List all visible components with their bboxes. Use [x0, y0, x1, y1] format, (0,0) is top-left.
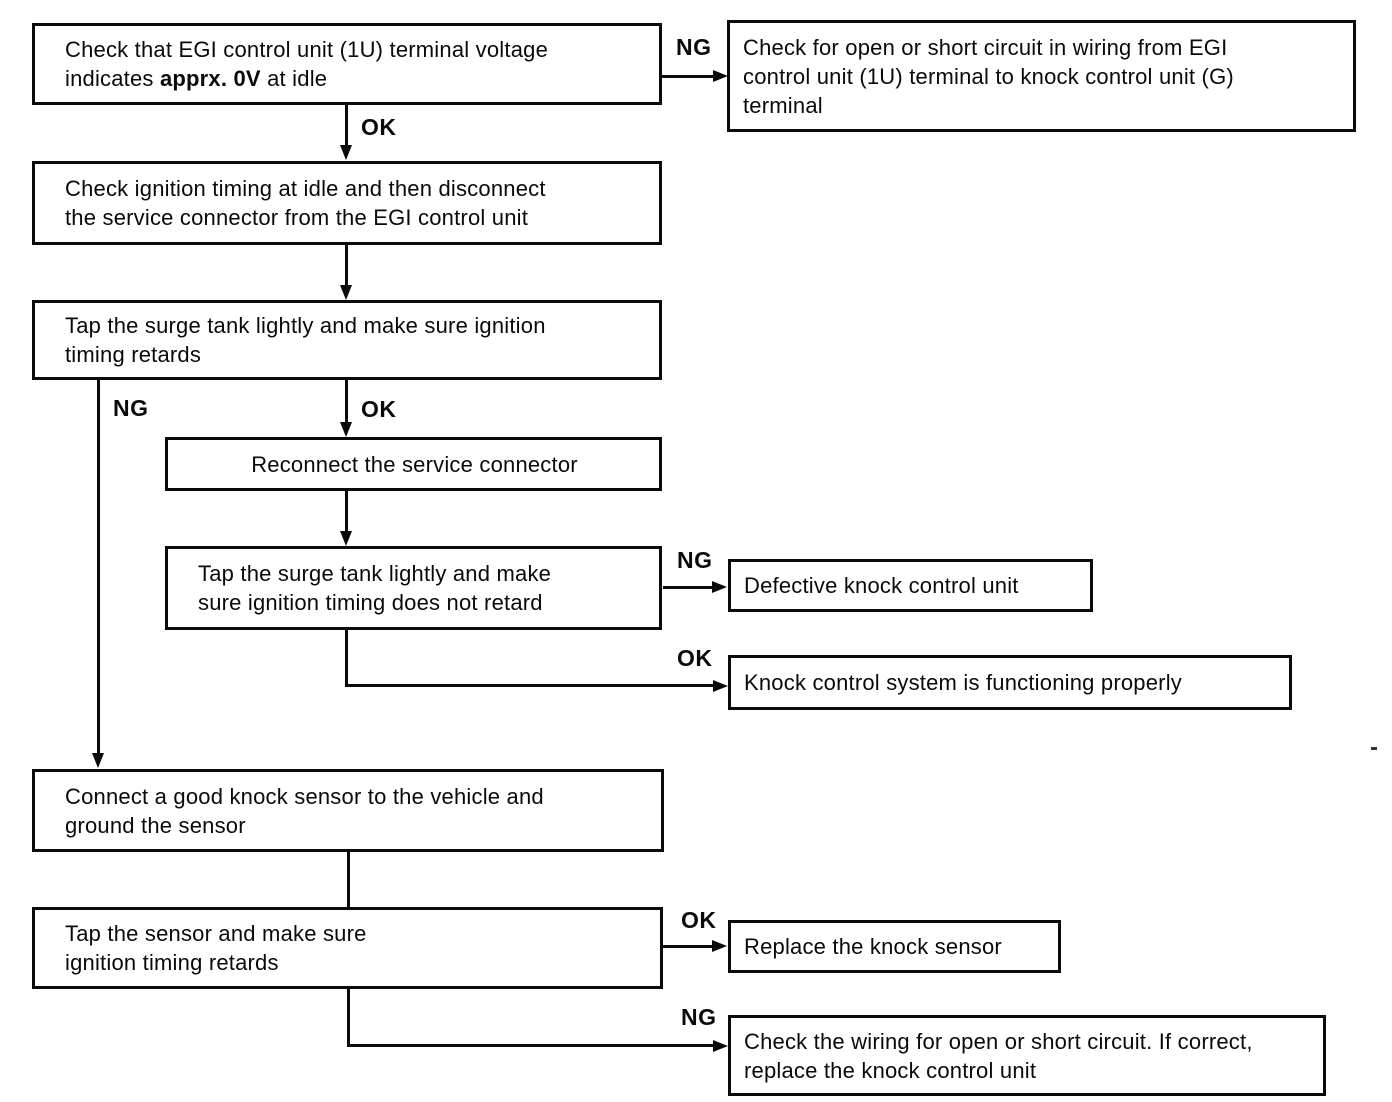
connector-down-4 [345, 491, 348, 532]
node-text-line: Knock control system is functioning prop… [744, 670, 1182, 695]
connector-ng-elbow-v [347, 989, 350, 1047]
node-text-line: Connect a good knock sensor to the vehic… [65, 783, 544, 809]
connector-down-2 [345, 245, 348, 286]
node-text-line: sure ignition timing does not retard [198, 590, 543, 615]
node-tap-sensor-retards: Tap the sensor and make sure ignition ti… [32, 907, 663, 989]
connector-ok-elbow-h [345, 684, 714, 687]
node-text-line: ignition timing retards [65, 950, 279, 975]
node-text-line: Tap the surge tank lightly and make [198, 561, 552, 586]
node-text-line: terminal [743, 92, 823, 118]
node-text-line: Check ignition timing at idle and then d… [65, 176, 546, 201]
node-text-line: Tap the surge tank lightly and make sure… [65, 313, 546, 338]
connector-plain-down [347, 852, 350, 907]
connector-ok-down-1 [345, 105, 348, 146]
connector-ng-right-1 [663, 586, 713, 589]
arrowhead-right [713, 680, 728, 692]
connector-ok-right-2 [663, 945, 713, 948]
node-check-wiring-replace-unit: Check the wiring for open or short circu… [728, 1015, 1326, 1096]
connector-ok-down-3 [345, 380, 348, 423]
node-text-line: Check that EGI control unit (1U) termina… [65, 37, 549, 62]
node-text-line: Defective knock control unit [744, 573, 1019, 598]
arrowhead-down [340, 285, 352, 300]
node-text-line: timing retards [65, 342, 202, 367]
node-reconnect-service-connector: Reconnect the service connector [165, 437, 662, 491]
node-text-line: Check for open or short circuit in wirin… [743, 34, 1228, 60]
connector-ng-top [662, 75, 714, 78]
node-text-line: ground the sensor [65, 812, 246, 838]
node-check-ignition-timing: Check ignition timing at idle and then d… [32, 161, 662, 245]
connector-ng-elbow-h [347, 1044, 714, 1047]
branch-label-ng: NG [676, 34, 712, 60]
connector-ng-long-down [97, 380, 100, 755]
arrowhead-right [712, 581, 727, 593]
arrowhead-down [340, 145, 352, 160]
node-check-wiring-egi-to-knock: Check for open or short circuit in wirin… [727, 20, 1356, 132]
node-text-line: Replace the knock sensor [744, 934, 1002, 959]
branch-label-ng: NG [677, 547, 713, 573]
node-text-line: indicates apprx. 0V at idle [65, 66, 328, 91]
arrowhead-right [712, 940, 727, 952]
branch-label-ok: OK [361, 114, 397, 140]
branch-label-ng: NG [113, 395, 149, 421]
arrowhead-down [340, 422, 352, 437]
arrowhead-down [92, 753, 104, 768]
branch-label-ok: OK [677, 645, 713, 671]
connector-ok-elbow-v [345, 630, 348, 687]
node-check-terminal-voltage: Check that EGI control unit (1U) termina… [32, 23, 662, 105]
node-text-line: Check the wiring for open or short circu… [744, 1028, 1253, 1054]
node-defective-knock-control-unit: Defective knock control unit [728, 559, 1093, 612]
node-text-line: the service connector from the EGI contr… [65, 205, 529, 230]
arrowhead-right [713, 70, 728, 82]
node-connect-good-knock-sensor: Connect a good knock sensor to the vehic… [32, 769, 664, 852]
node-text-line: Tap the sensor and make sure [65, 921, 367, 946]
scan-artifact-dot [1371, 747, 1377, 750]
node-tap-surge-tank-no-retard: Tap the surge tank lightly and make sure… [165, 546, 662, 630]
node-replace-knock-sensor: Replace the knock sensor [728, 920, 1061, 973]
node-text-line: replace the knock control unit [744, 1057, 1037, 1083]
bold-value: apprx. 0V [159, 66, 261, 91]
node-text-line: Reconnect the service connector [251, 451, 578, 477]
node-tap-surge-tank-retards: Tap the surge tank lightly and make sure… [32, 300, 662, 380]
branch-label-ok: OK [681, 907, 717, 933]
arrowhead-right [713, 1040, 728, 1052]
node-text-line: control unit (1U) terminal to knock cont… [743, 63, 1234, 89]
branch-label-ng: NG [681, 1004, 717, 1030]
node-system-functioning-properly: Knock control system is functioning prop… [728, 655, 1292, 710]
branch-label-ok: OK [361, 396, 397, 422]
arrowhead-down [340, 531, 352, 546]
